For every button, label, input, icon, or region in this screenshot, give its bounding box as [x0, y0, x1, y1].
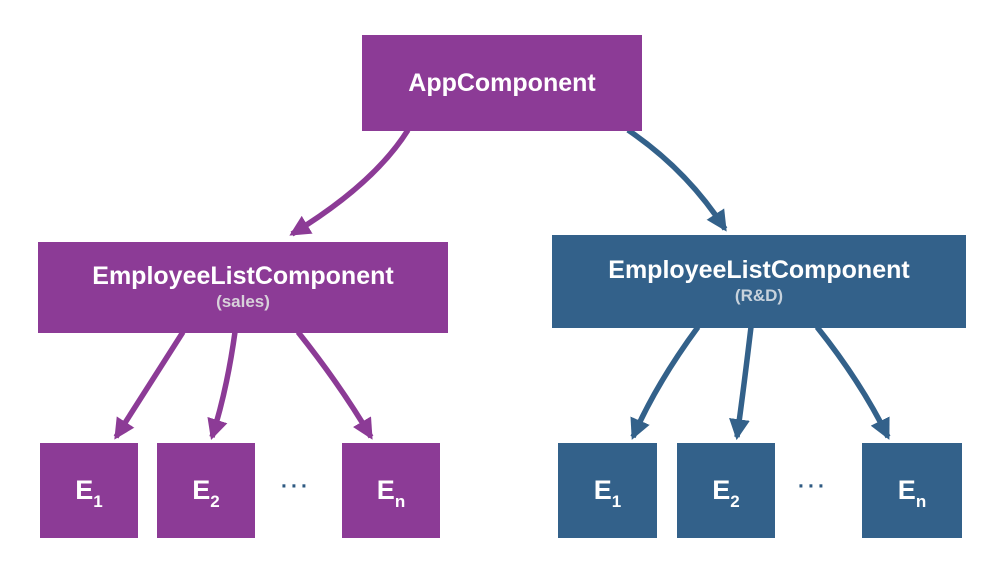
rd-employee-n-node: En [862, 443, 962, 538]
leaf-label: E2 [712, 475, 740, 512]
sales-ellipsis: ··· [281, 475, 311, 498]
sales-employee-2-node: E2 [157, 443, 255, 538]
sales-employee-1-node: E1 [40, 443, 138, 538]
node-sublabel: (R&D) [734, 286, 784, 306]
leaf-label: E1 [593, 475, 622, 512]
arrow-rd-to-e1 [630, 325, 701, 440]
node-sublabel: (sales) [216, 292, 270, 312]
leaf-label: E1 [75, 475, 103, 512]
leaf-label: En [897, 475, 927, 512]
arrow-app-to-sales-list [289, 128, 411, 237]
arrow-app-to-rd-list [626, 127, 728, 232]
arrow-rd-to-en [814, 325, 891, 440]
rd-employee-2-node: E2 [677, 443, 775, 538]
node-label: AppComponent [408, 68, 596, 97]
rd-ellipsis: ··· [798, 475, 828, 498]
app-component-node: AppComponent [362, 35, 642, 131]
node-label: EmployeeListComponent [608, 256, 910, 285]
rd-employee-1-node: E1 [558, 443, 657, 538]
employee-list-sales-node: EmployeeListComponent (sales) [38, 242, 448, 333]
node-label: EmployeeListComponent [92, 262, 394, 291]
leaf-label: E2 [192, 475, 220, 512]
arrow-sales-to-e2 [207, 331, 238, 440]
employee-list-rd-node: EmployeeListComponent (R&D) [552, 235, 966, 328]
arrow-sales-to-e1 [113, 330, 186, 440]
leaf-label: En [376, 475, 406, 512]
arrow-sales-to-en [295, 330, 374, 440]
sales-employee-n-node: En [342, 443, 440, 538]
arrow-rd-to-e2 [729, 326, 754, 441]
